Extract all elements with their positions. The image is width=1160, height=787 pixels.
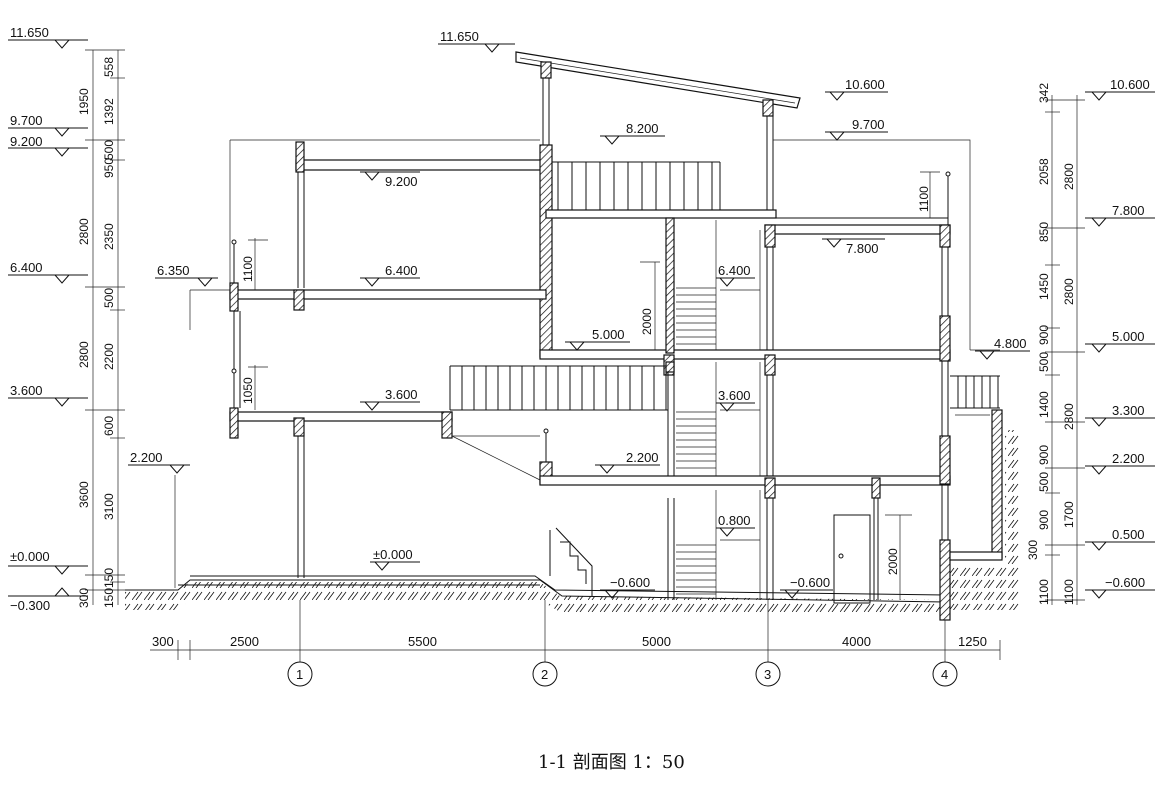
dim-right-500a: 500: [1037, 352, 1051, 372]
bottom-dimension-line: [150, 600, 1001, 662]
dim-left-3600: 3600: [77, 481, 91, 508]
dim-right-2800b: 2800: [1062, 278, 1076, 305]
dim-left-500b: 500: [102, 288, 116, 308]
elev-left-9200: 9.200: [10, 134, 43, 149]
dim-rail-1100b: 1100: [917, 186, 931, 212]
dim-right-1700: 1700: [1062, 501, 1076, 528]
axis-3: 3: [764, 667, 771, 682]
axis-2: 2: [541, 667, 548, 682]
dim-left-2800b: 2800: [77, 341, 91, 368]
elev-right-10600: 10.600: [1110, 77, 1150, 92]
dim-left-1950: 1950: [77, 88, 91, 115]
bottom-dimension-labels: 300 2500 5500 5000 4000 1250: [152, 634, 987, 649]
elev-6400a: 6.400: [385, 263, 418, 278]
dim-bottom-1250: 1250: [958, 634, 987, 649]
elev-right-5000: 5.000: [1112, 329, 1145, 344]
elev-right-minus0600: −0.600: [1105, 575, 1145, 590]
dim-left-150a: 150: [102, 568, 116, 588]
building-section: [125, 51, 1020, 621]
elev-4800: 4.800: [994, 336, 1027, 351]
dim-bottom-4000: 4000: [842, 634, 871, 649]
dim-right-1400: 1400: [1037, 391, 1051, 418]
right-elevation-markers: 10.600 7.800 5.000 3.300 2.200 0.500 −0.…: [1085, 77, 1155, 599]
axis-markers: 1 2 3 4: [287, 661, 958, 687]
dim-left-300: 300: [77, 588, 91, 608]
dim-right-500b: 500: [1037, 472, 1051, 492]
dim-right-900c: 900: [1037, 510, 1051, 530]
dim-right-900a: 900: [1037, 325, 1051, 345]
dim-right-850: 850: [1037, 222, 1051, 242]
elev-6400b: 6.400: [718, 263, 751, 278]
dim-right-2800c: 2800: [1062, 403, 1076, 430]
elev-7800: 7.800: [846, 241, 879, 256]
dim-left-1392: 1392: [102, 98, 116, 125]
elev-left-11650: 11.650: [10, 25, 49, 40]
elev-2200b: 2.200: [626, 450, 659, 465]
dim-left-2350: 2350: [102, 223, 116, 250]
dim-right-900b: 900: [1037, 445, 1051, 465]
elev-10600: 10.600: [845, 77, 885, 92]
elev-3600a: 3.600: [385, 387, 418, 402]
dim-left-2800a: 2800: [77, 218, 91, 245]
dim-left-558: 558: [102, 57, 116, 77]
drawing-title: 1-1 剖面图 1：50: [538, 752, 685, 773]
elev-minus0600b: −0.600: [790, 575, 830, 590]
elev-left-minus0300: −0.300: [10, 598, 50, 613]
axis-4: 4: [941, 667, 948, 682]
elev-roof-11650: 11.650: [440, 29, 479, 44]
elev-right-7800: 7.800: [1112, 203, 1145, 218]
elev-6350: 6.350: [157, 263, 190, 278]
elev-left-3600: 3.600: [10, 383, 43, 398]
dim-bottom-300: 300: [152, 634, 174, 649]
elev-3600b: 3.600: [718, 388, 751, 403]
dim-rail-1100a: 1100: [241, 256, 255, 282]
inner-elevation-markers: [128, 43, 1030, 599]
elev-9200: 9.200: [385, 174, 418, 189]
elev-minus0600a: −0.600: [610, 575, 650, 590]
dim-right-1100a: 1100: [1062, 579, 1076, 605]
dim-right-300: 300: [1026, 540, 1040, 560]
elev-right-2200: 2.200: [1112, 451, 1145, 466]
inner-elevation-labels: 11.650 10.600 9.700 8.200 9.200 7.800 6.…: [130, 29, 1027, 590]
dim-left-600: 600: [102, 416, 116, 436]
axis-1: 1: [296, 667, 303, 682]
left-elevation-markers: 11.650 9.700 9.200 6.400 3.600 ±0.000 −0…: [8, 25, 88, 613]
dim-left-150b: 150: [102, 588, 116, 608]
dim-right-1100b: 1100: [1037, 579, 1051, 605]
dim-right-2800a: 2800: [1062, 163, 1076, 190]
dim-left-500a: 500: [102, 140, 116, 160]
elev-8200: 8.200: [626, 121, 659, 136]
dim-bottom-2500: 2500: [230, 634, 259, 649]
dim-right-2058: 2058: [1037, 158, 1051, 185]
dim-door-2000: 2000: [886, 548, 900, 575]
elev-right-0500: 0.500: [1112, 527, 1145, 542]
right-dim-labels: 2800 2800 2800 1700 1100 342 2058 850 14…: [1026, 83, 1076, 605]
elev-2200a: 2.200: [130, 450, 163, 465]
inner-dimension-lines: [248, 171, 940, 600]
dim-left-950: 950: [102, 158, 116, 178]
dim-rail-1050: 1050: [241, 377, 255, 404]
elev-left-0000: ±0.000: [10, 549, 50, 564]
dim-left-3100: 3100: [102, 493, 116, 520]
inner-dimension-labels: 1100 1100 1050 2000 2000: [241, 186, 931, 575]
dim-bottom-5500: 5500: [408, 634, 437, 649]
elev-left-9700: 9.700: [10, 113, 43, 128]
dim-bottom-5000: 5000: [642, 634, 671, 649]
elev-left-6400: 6.400: [10, 260, 43, 275]
dim-right-342: 342: [1037, 83, 1051, 103]
elev-9700: 9.700: [852, 117, 885, 132]
left-dim-labels: 1950 2800 2800 3600 300 558 1392 500 950…: [77, 57, 116, 608]
left-dimension-column: [85, 49, 125, 605]
elev-0800: 0.800: [718, 513, 751, 528]
elev-0000: ±0.000: [373, 547, 413, 562]
dim-right-1450: 1450: [1037, 273, 1051, 300]
elev-right-3300: 3.300: [1112, 403, 1145, 418]
dim-left-2200: 2200: [102, 343, 116, 370]
dim-stair-2000: 2000: [640, 308, 654, 335]
elev-5000: 5.000: [592, 327, 625, 342]
right-dimension-column: [1045, 95, 1085, 605]
